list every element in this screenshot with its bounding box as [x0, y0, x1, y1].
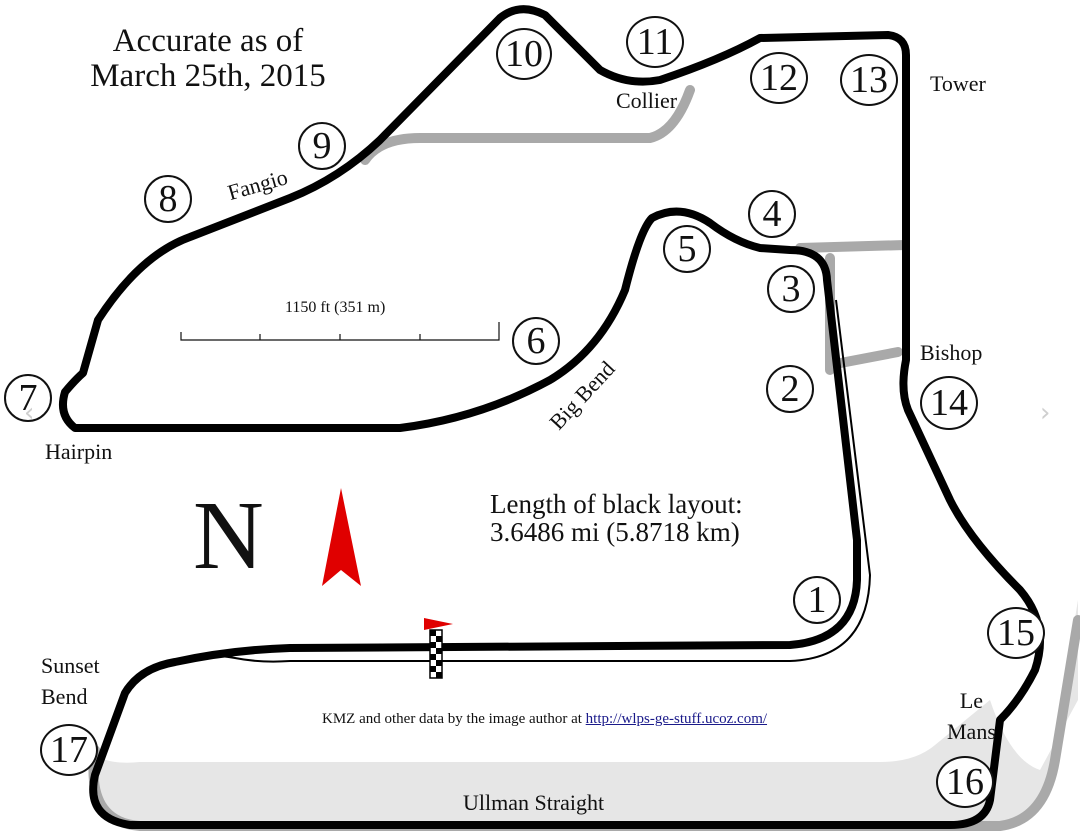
turn-marker-4: 4	[748, 190, 796, 238]
turn-marker-14: 14	[920, 376, 978, 430]
scale-label: 1150 ft (351 m)	[285, 299, 386, 316]
le-mans-line-2: Mans	[947, 719, 996, 744]
corner-name-collier: Collier	[616, 88, 678, 113]
turn-marker-8: 8	[144, 175, 192, 223]
sunset-line-1: Sunset	[41, 653, 100, 678]
title-line-1: Accurate as of	[112, 23, 304, 59]
alt-south-loop	[94, 600, 1078, 824]
alt-link-4-tower	[795, 240, 910, 253]
north-arrow-icon	[322, 488, 361, 586]
corner-name-sunset: Sunset Bend	[41, 650, 100, 712]
title-line-2: March 25th, 2015	[90, 57, 326, 94]
corner-name-bishop: Bishop	[920, 340, 983, 365]
turn-marker-7: 7	[4, 374, 52, 422]
previous-image-arrow[interactable]: ‹	[24, 398, 35, 428]
credit-link[interactable]: http://wlps-ge-stuff.ucoz.com/	[585, 711, 768, 727]
turn-marker-12: 12	[750, 52, 808, 104]
alternate-track-sections	[360, 85, 910, 375]
credit-line: KMZ and other data by the image author a…	[322, 711, 768, 728]
corner-name-ullman: Ullman Straight	[463, 790, 605, 815]
corner-name-tower: Tower	[930, 71, 986, 96]
turn-marker-15: 15	[987, 607, 1045, 659]
layout-length: Length of black layout: 3.6486 mi (5.871…	[490, 490, 743, 547]
turn-marker-5: 5	[663, 225, 711, 273]
start-finish-flag-icon	[424, 618, 453, 679]
turn-marker-10: 10	[496, 28, 552, 80]
sunset-line-2: Bend	[41, 684, 88, 709]
length-line-2: 3.6486 mi (5.8718 km)	[490, 517, 740, 548]
turn-marker-1: 1	[793, 576, 841, 624]
length-line-1: Length of black layout:	[490, 489, 743, 519]
north-label: N	[193, 482, 264, 590]
alt-link-9-collier	[360, 85, 695, 165]
turn-marker-9: 9	[298, 122, 346, 170]
turn-marker-16: 16	[936, 756, 994, 808]
turn-marker-2: 2	[766, 365, 814, 413]
turn-marker-17: 17	[40, 724, 98, 776]
next-image-arrow[interactable]: ›	[1040, 398, 1051, 428]
scale-bar	[180, 322, 500, 341]
turn-marker-3: 3	[767, 265, 815, 313]
turn-marker-6: 6	[512, 317, 560, 365]
turn-marker-11: 11	[626, 16, 684, 68]
alt-link-bishop	[825, 347, 903, 370]
credit-text: KMZ and other data by the image author a…	[322, 711, 586, 727]
title: Accurate as of March 25th, 2015	[78, 24, 338, 93]
turn-marker-13: 13	[840, 54, 898, 106]
black-layout-track	[59, 5, 1044, 829]
le-mans-line-1: Le	[959, 688, 984, 713]
corner-name-hairpin: Hairpin	[45, 439, 113, 464]
corner-name-le-mans: Le Mans	[947, 685, 996, 747]
